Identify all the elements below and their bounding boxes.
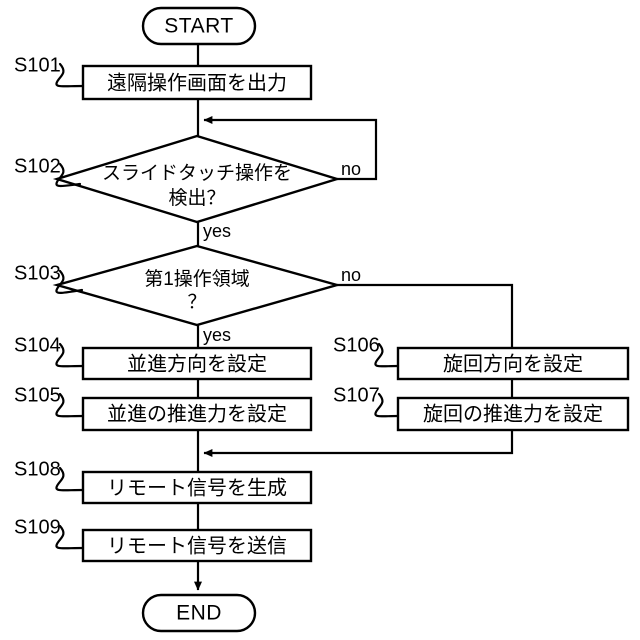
node-s103: 第1操作領域 ？ S103 no yes — [14, 244, 361, 345]
start-shape — [141, 6, 257, 46]
s104-step-label: S104 — [14, 334, 61, 356]
node-s101: 遠隔操作画面を出力 S101 — [14, 54, 313, 101]
s106-step-label: S106 — [333, 334, 380, 356]
s101-leader-line — [55, 62, 85, 88]
node-start: START — [141, 6, 257, 46]
s103-label-line2: ？ — [187, 292, 206, 313]
s107-box — [396, 396, 630, 432]
node-s109: リモート信号を送信 S109 — [14, 516, 313, 563]
node-s105: 並進の推進力を設定 S105 — [14, 384, 313, 432]
node-s106: 旋回方向を設定 S106 — [333, 334, 630, 381]
connector-s102-no-loopback — [203, 116, 378, 181]
node-s104: 並進方向を設定 S104 — [14, 334, 313, 381]
node-s102: スライドタッチ操作を 検出？ S102 no yes — [14, 134, 361, 241]
s107-step-label: S107 — [333, 384, 380, 406]
s109-label: リモート信号を送信 — [107, 534, 287, 557]
s109-leader-line — [55, 524, 85, 550]
s104-label: 並進方向を設定 — [127, 352, 267, 375]
s107-leader-line — [374, 392, 400, 418]
connector-s107-merge — [203, 430, 514, 457]
s101-box — [81, 64, 313, 101]
end-shape — [141, 593, 257, 633]
s106-box — [396, 346, 630, 381]
node-s107: 旋回の推進力を設定 S107 — [333, 384, 630, 432]
start-label: START — [164, 15, 233, 38]
s103-diamond — [52, 244, 342, 327]
end-label: END — [176, 602, 222, 625]
s103-no-label: no — [341, 265, 361, 285]
s105-step-label: S105 — [14, 384, 61, 406]
s108-label: リモート信号を生成 — [107, 476, 287, 499]
s101-step-label: S101 — [14, 54, 61, 76]
s109-step-label: S109 — [14, 516, 61, 538]
s106-leader-line — [374, 342, 400, 368]
s102-label-line2: 検出？ — [168, 187, 225, 209]
s107-label: 旋回の推進力を設定 — [423, 402, 603, 425]
s105-box — [81, 396, 313, 432]
s109-box — [81, 528, 313, 563]
s108-box — [81, 470, 313, 505]
s102-no-label: no — [341, 159, 361, 179]
s108-leader-line — [55, 466, 85, 492]
s102-leader-line — [55, 162, 82, 188]
s106-label: 旋回方向を設定 — [443, 352, 583, 375]
node-end: END — [141, 593, 257, 633]
s103-leader-line — [55, 269, 84, 294]
s102-step-label: S102 — [14, 155, 61, 177]
s105-leader-line — [55, 392, 85, 418]
s102-diamond — [52, 134, 342, 224]
connector-group — [194, 44, 514, 591]
s104-leader-line — [55, 342, 85, 368]
s102-label-line1: スライドタッチ操作を — [102, 162, 292, 184]
s105-label: 並進の推進力を設定 — [107, 402, 287, 425]
s108-step-label: S108 — [14, 458, 61, 480]
s104-box — [81, 346, 313, 381]
s103-yes-label: yes — [203, 325, 231, 345]
connector-s103-no-to-s106 — [337, 283, 514, 348]
s102-yes-label: yes — [203, 221, 231, 241]
s103-label-line1: 第1操作領域 — [144, 268, 250, 290]
s103-step-label: S103 — [14, 262, 61, 284]
node-s108: リモート信号を生成 S108 — [14, 458, 313, 505]
s101-label: 遠隔操作画面を出力 — [107, 71, 287, 94]
